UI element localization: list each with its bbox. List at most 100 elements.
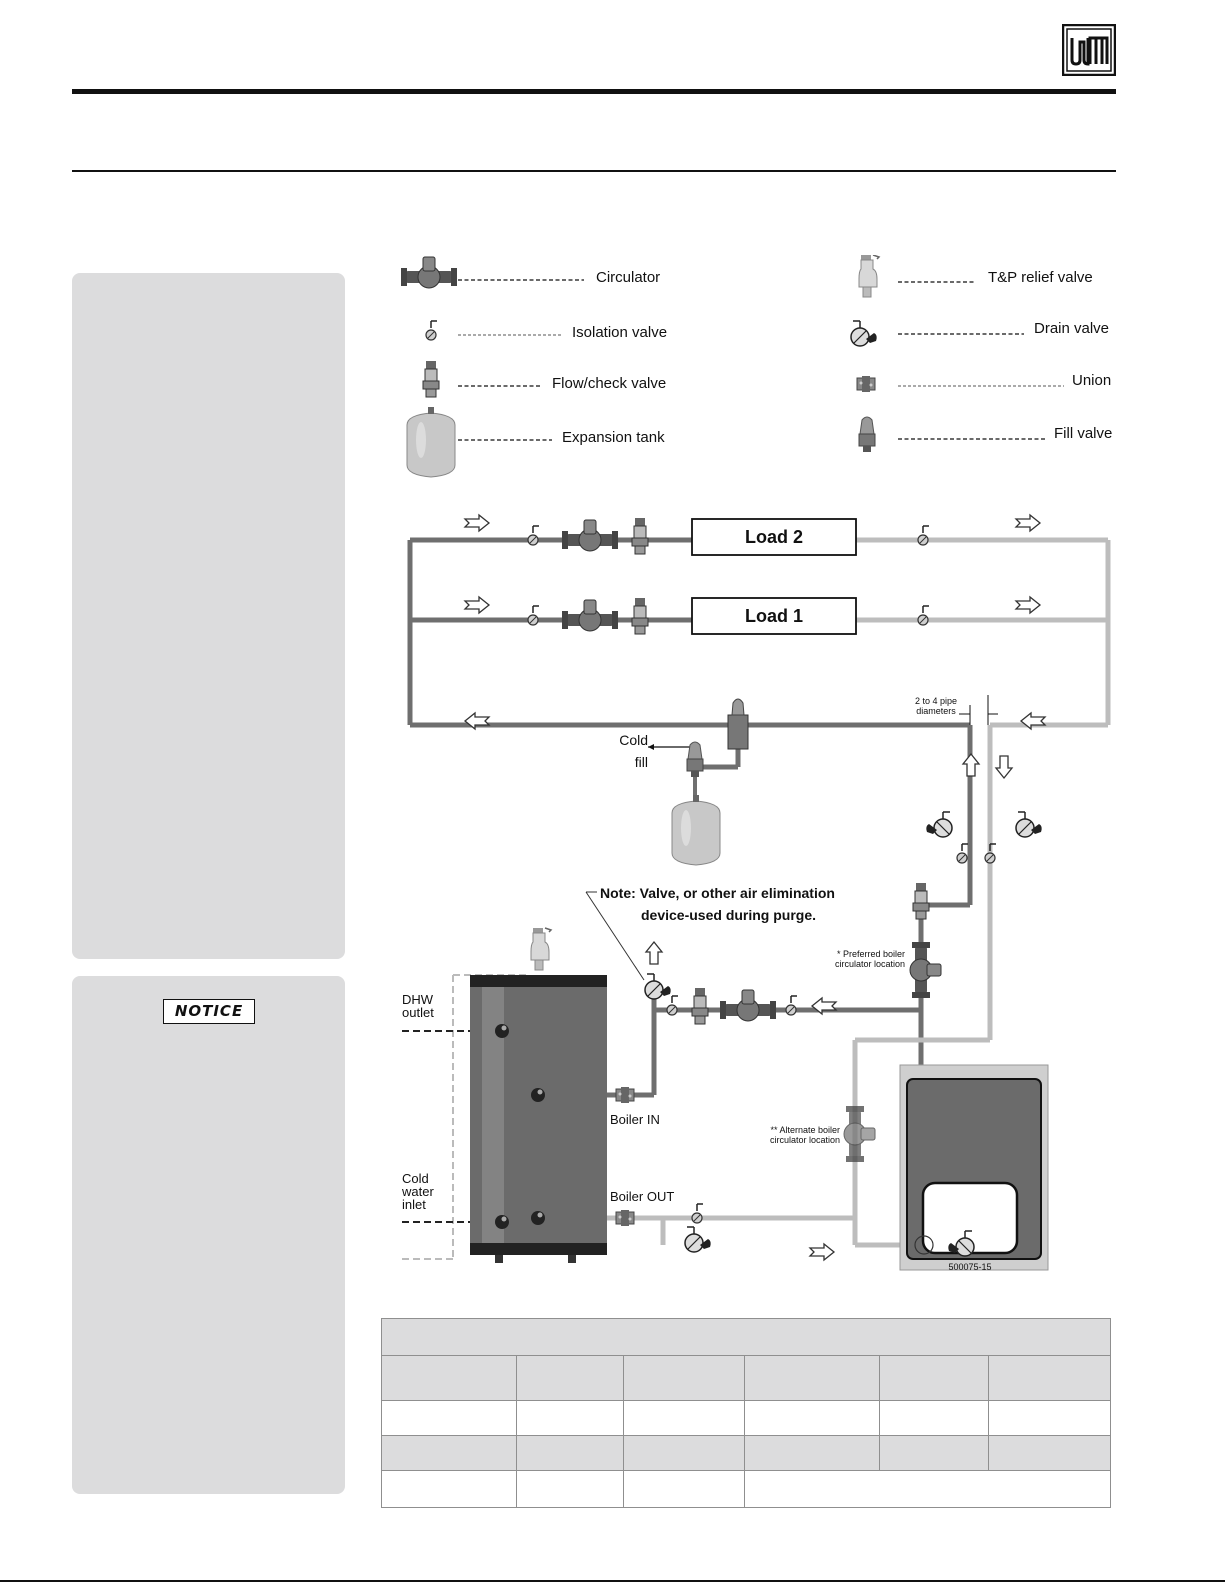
tp-relief-valve-icon [858,255,880,298]
load-2-flow-check-icon [631,517,649,555]
dhw-outlet-line1: DHW [402,992,434,1007]
load-1-box [691,597,857,635]
supply-isolation-valve-icon [956,843,969,864]
table-cell [515,1400,624,1436]
tank-isolation-valve-icon [666,995,679,1016]
table-cell [515,1355,624,1401]
fill-valve-icon [858,416,876,453]
table-cell [622,1470,746,1508]
drain-valve-icon [850,320,878,347]
table-cell [744,1435,881,1471]
preferred-location-line1: * Preferred boiler [837,949,905,959]
tank-flow-check-icon [691,987,709,1025]
boiler-in-label: Boiler IN [610,1112,660,1127]
purge-drain-valve-icon [644,973,672,1000]
union-icon [856,375,876,393]
table-header-row [381,1318,1111,1356]
wm-logo [1061,23,1117,77]
load-2-return-isolation-valve-icon [917,525,930,546]
load-2-box [691,518,857,556]
boiler-out-isolation-valve-icon [691,1203,704,1224]
table-cell [744,1400,881,1436]
load-2-label: Load 2 [745,527,803,547]
sidebar-panel-notice [72,976,345,1494]
alternate-boiler-circulator-icon [843,1105,876,1163]
pipe-spacing-line1: 2 to 4 pipe [915,696,957,706]
flow-check-valve-icon [422,360,440,398]
expansion-tank-icon [406,406,456,478]
isolation-valve-icon [425,320,438,341]
cold-water-line1: Cold [402,1171,429,1186]
note-line1: Note: Valve, or other air elimination [600,885,835,901]
table-cell [744,1355,881,1401]
air-separator-icon [727,698,749,750]
boiler [899,1064,1049,1271]
return-isolation-valve-icon [984,843,997,864]
legend-drain-valve-label: Drain valve [1034,320,1109,337]
load-2-isolation-valve-icon [527,525,540,546]
table-cell [381,1435,517,1471]
supply-drain-valve-icon [925,811,953,838]
figure-code: 500075-15 [948,1262,991,1272]
table-cell [879,1355,990,1401]
circulator-icon [400,256,458,289]
flow-arrow-right-icon [1015,596,1041,614]
table-cell [381,1400,517,1436]
legend: Circulator Isolation valve Flow/check va… [400,255,1112,478]
boiler-out-label: Boiler OUT [610,1189,674,1204]
table-row [381,1355,1111,1401]
table-cell [988,1435,1111,1471]
load-1-label: Load 1 [745,606,803,626]
load-1-flow-check-icon [631,597,649,635]
cold-water-line3: inlet [402,1197,426,1212]
table-cell [879,1435,990,1471]
legend-expansion-tank-label: Expansion tank [562,429,665,446]
table-cell [988,1400,1111,1436]
table-cell [988,1355,1111,1401]
load-1-return-isolation-valve-icon [917,605,930,626]
legend-flow-check-label: Flow/check valve [552,375,666,392]
notice-badge: NOTICE [163,999,255,1024]
flow-arrow-right-icon [464,596,490,614]
boiler-in-union-icon [615,1086,635,1104]
return-drain-valve-icon [1015,811,1043,838]
legend-union-label: Union [1072,372,1111,389]
tank-circulator-icon [719,989,777,1022]
flow-arrow-up-icon [645,941,663,965]
indirect-water-heater [470,975,607,1263]
legend-fill-valve-label: Fill valve [1054,425,1112,442]
boiler-out-union-icon [615,1209,635,1227]
table-cell [622,1400,746,1436]
table-cell [879,1400,990,1436]
return-piping [570,537,1111,1248]
data-table [381,1318,1111,1508]
heater-tp-relief-valve-icon [530,927,552,971]
legend-tp-relief-label: T&P relief valve [988,269,1093,286]
legend-isolation-valve-label: Isolation valve [572,324,667,341]
boiler-out-drain-valve-icon [684,1226,712,1253]
load-2-circulator-icon [561,519,619,552]
system-expansion-tank-icon [671,794,721,866]
table-cell [622,1435,746,1471]
flow-arrow-up-icon [962,753,980,777]
preferred-boiler-circulator-icon [909,941,942,999]
cold-fill-valve-icon [686,741,704,778]
note-line2: device-used during purge. [641,907,816,923]
table-cell [622,1355,746,1401]
footer-rule [0,1580,1225,1582]
table-cell [744,1470,1111,1508]
piping-diagram: Circulator Isolation valve Flow/check va… [400,255,1112,1272]
alternate-location-line2: circulator location [770,1135,840,1145]
cold-fill-label-line1: Cold [619,732,648,748]
table-cell [515,1470,624,1508]
table-cell [381,1355,517,1401]
cold-fill-label-line2: fill [635,754,648,770]
table-row [381,1435,1111,1471]
flow-arrow-down-icon [995,755,1013,779]
flow-arrow-right-icon [1015,514,1041,532]
header-rule-thick [72,89,1116,94]
table-row [381,1400,1111,1436]
preferred-location-line2: circulator location [835,959,905,969]
flow-arrow-right-icon [809,1243,835,1261]
pipe-spacing-line2: diameters [916,706,956,716]
